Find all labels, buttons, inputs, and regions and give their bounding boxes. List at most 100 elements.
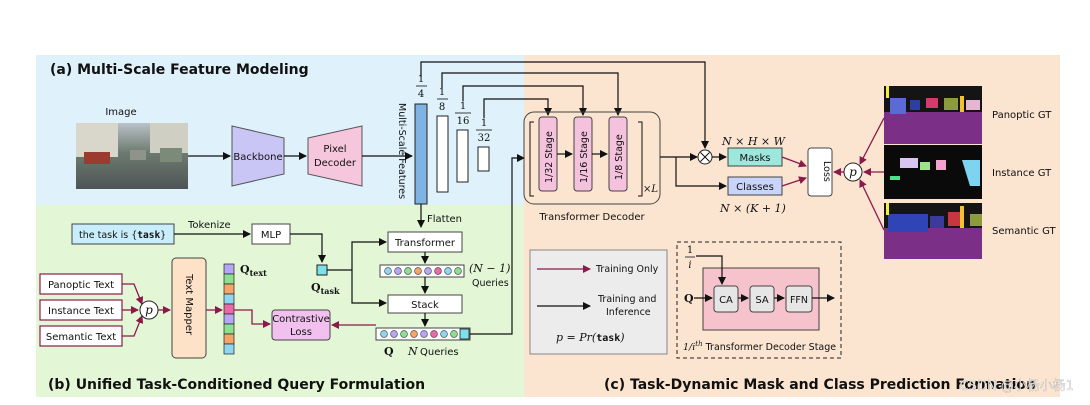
watermark: CSDN @小杨小杨1 <box>960 379 1074 394</box>
loss-label: Loss <box>821 161 832 182</box>
stage-1-8-label: 1/8 Stage <box>614 134 625 180</box>
task-prompt-suffix: } <box>160 230 166 241</box>
n-minus-1-math: (N − 1) <box>469 262 510 275</box>
contrastive-loss-label-1: Contrastive <box>272 314 330 325</box>
legend-training-only: Training Only <box>595 264 659 275</box>
masks-label: Masks <box>740 153 771 164</box>
pixel-decoder-label-1: Pixel <box>323 144 346 155</box>
loss-box <box>807 147 833 197</box>
nhw-label: N × H × W <box>721 135 787 148</box>
text-mapper-box <box>171 257 207 359</box>
n-minus-1-query-dots <box>384 267 462 275</box>
task-prompt-token: task <box>137 230 160 241</box>
task-prompt-text: the task is {task} <box>79 230 166 241</box>
transformer-label: Transformer <box>394 238 456 249</box>
n-minus-1-queries-word: Queries <box>472 278 509 289</box>
text-mapper-label: Text Mapper <box>183 273 194 336</box>
instance-text-label: Instance Text <box>48 306 114 317</box>
task-prompt-prefix: the task is { <box>79 230 137 241</box>
backbone-label: Backbone <box>233 152 282 163</box>
backbone-block <box>231 125 285 187</box>
n-queries-q-label: Q <box>384 345 394 358</box>
panoptic-gt-label: Panoptic GT <box>992 110 1052 121</box>
scale-1-32-den: 32 <box>478 133 491 144</box>
n-query-dots <box>380 330 458 338</box>
q-text-label: Qtext <box>240 263 267 278</box>
stage-detail-frac-den: i <box>688 260 691 271</box>
legend-formula-token: task <box>596 333 620 344</box>
n-queries-word: Queries <box>420 347 459 358</box>
ffn-box <box>785 285 813 313</box>
section-c-title: (c) Task-Dynamic Mask and Class Predicti… <box>604 377 1036 393</box>
stage-detail-frac-num: 1 <box>687 245 693 256</box>
instance-gt-image <box>884 145 982 199</box>
stage-detail-caption: 1/ith Transformer Decoder Stage <box>683 340 836 353</box>
section-a-title: (a) Multi-Scale Feature Modeling <box>50 62 309 78</box>
legend-training-and: Training and <box>597 294 656 305</box>
decoder-times-l: ×L <box>643 184 658 195</box>
transformer-decoder-caption: Transformer Decoder <box>538 212 645 223</box>
ca-label: CA <box>719 295 733 306</box>
feature-map-1-16 <box>456 129 469 183</box>
scale-1-16-num: 1 <box>460 101 466 112</box>
scale-1-4-den: 4 <box>418 89 424 100</box>
scale-1-16-den: 16 <box>457 116 470 127</box>
scale-1-8-num: 1 <box>439 87 445 98</box>
panoptic-gt-image <box>884 86 982 144</box>
nk1-label: N × (K + 1) <box>719 202 786 215</box>
multi-scale-features-label: Multi-Scale Features <box>396 103 407 199</box>
semantic-text-label: Semantic Text <box>46 332 116 343</box>
stage-1-16-label: 1/16 Stage <box>579 131 590 183</box>
stage-detail-q: Q <box>684 292 694 305</box>
image-label: Image <box>105 107 136 118</box>
p-node-right-label: p <box>849 165 857 179</box>
stack-label: Stack <box>411 300 439 311</box>
scale-1-4-num: 1 <box>418 74 424 85</box>
stage-1-8-box <box>608 116 628 192</box>
p-node-right <box>843 162 863 182</box>
n-queries-task-token <box>459 328 470 340</box>
stage-detail-caption-rest: Transformer Decoder Stage <box>703 342 837 353</box>
n-minus-1-queries-bar <box>379 264 465 278</box>
ca-box <box>713 285 739 313</box>
semantic-gt-label: Semantic GT <box>992 226 1056 237</box>
stage-1-32-label: 1/32 Stage <box>544 131 555 183</box>
semantic-gt-image <box>884 203 982 259</box>
sa-box <box>749 285 775 313</box>
q-task-subscript: task <box>321 286 340 296</box>
feature-map-1-8 <box>436 115 449 193</box>
legend-formula-close: ) <box>619 331 624 344</box>
n-queries-math: N <box>407 345 418 358</box>
input-image <box>76 123 188 189</box>
decoder-left-bracket <box>529 121 534 197</box>
q-task-token <box>316 264 328 276</box>
p-node-left-label: p <box>145 303 153 317</box>
q-text-subscript: text <box>250 268 268 278</box>
feature-map-1-4 <box>414 103 428 205</box>
stage-detail-caption-sup: th <box>695 340 702 348</box>
contrastive-loss-label-2: Loss <box>290 327 312 338</box>
legend-inference: Inference <box>606 307 651 318</box>
feature-map-1-32 <box>477 146 490 172</box>
mask-product-icon <box>700 152 710 162</box>
q-task-label: Qtask <box>311 281 340 296</box>
decoder-right-bracket <box>638 121 643 197</box>
transformer-decoder-frame <box>523 111 661 205</box>
mlp-label: MLP <box>261 230 281 241</box>
contrastive-loss-box <box>271 309 331 341</box>
sa-label: SA <box>755 295 769 306</box>
classes-label: Classes <box>736 182 774 193</box>
ffn-label: FFN <box>790 295 808 306</box>
scale-1-32-num: 1 <box>481 118 487 129</box>
section-b-title: (b) Unified Task-Conditioned Query Formu… <box>48 377 425 393</box>
q-text-stack <box>223 263 235 355</box>
flatten-label: Flatten <box>427 214 462 225</box>
tokenize-label: Tokenize <box>187 220 231 231</box>
legend-box <box>529 249 668 355</box>
panoptic-text-label: Panoptic Text <box>48 280 114 291</box>
pixel-decoder-block <box>307 125 363 187</box>
scale-1-8-den: 8 <box>439 102 445 113</box>
pixel-decoder-label-2: Decoder <box>314 158 357 169</box>
instance-gt-label: Instance GT <box>992 168 1052 179</box>
